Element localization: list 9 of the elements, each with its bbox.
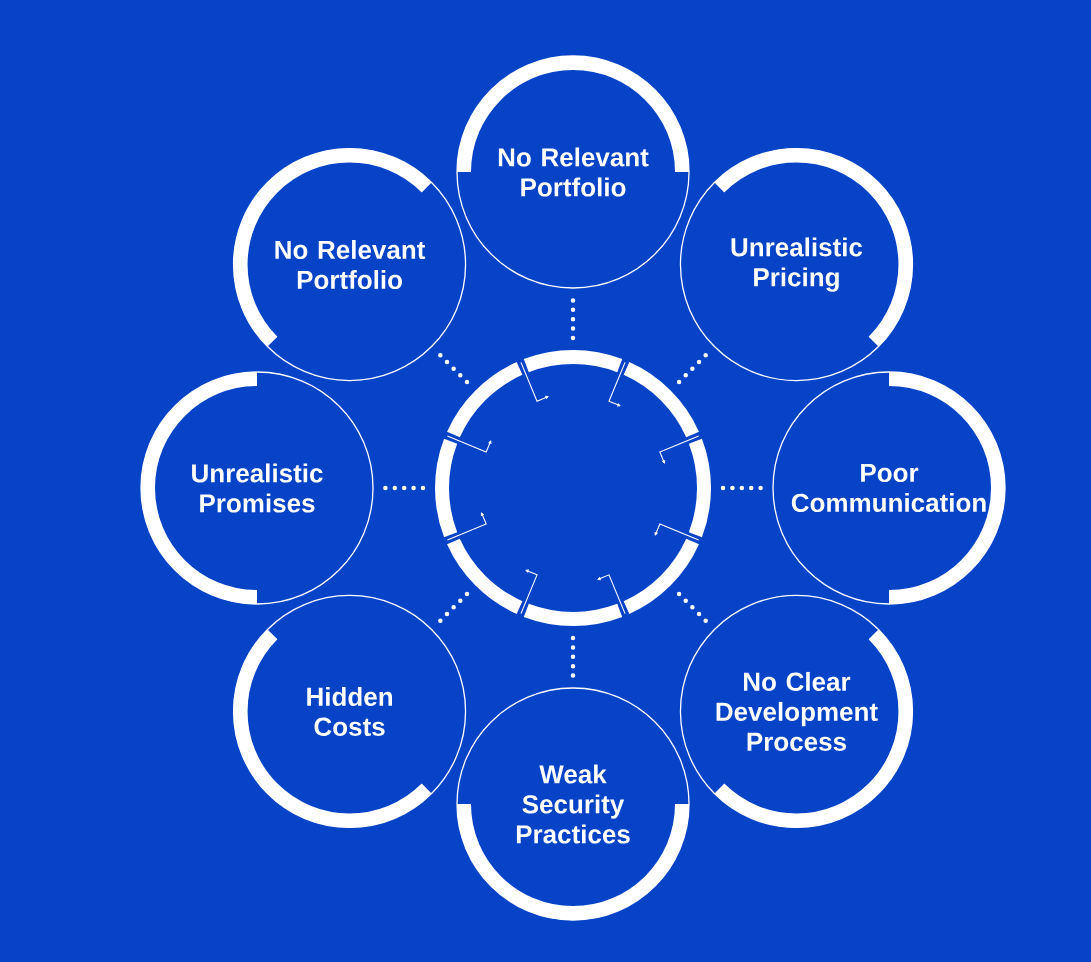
dotted-connector [437, 352, 470, 385]
dotted-connector [676, 352, 709, 385]
dotted-connector [676, 591, 709, 624]
dotted-connector [437, 591, 470, 624]
dotted-connector [382, 485, 426, 491]
segmented-ring [435, 350, 711, 626]
dotted-connector [720, 485, 764, 491]
dotted-connector [570, 635, 576, 679]
dotted-connector [570, 297, 576, 341]
